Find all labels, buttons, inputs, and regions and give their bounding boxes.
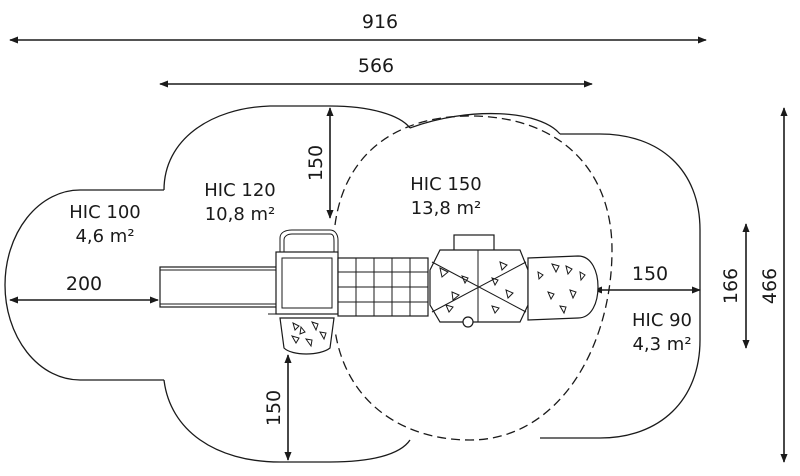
dim-overall-width: 466 xyxy=(759,268,781,304)
zone-hic90-area: 4,3 m² xyxy=(632,334,691,355)
zone-hic100-outline xyxy=(4,189,164,381)
zone-hic150-area: 13,8 m² xyxy=(411,198,482,219)
dim-bottom-clearance: 150 xyxy=(263,390,285,426)
tower-roof xyxy=(429,249,529,323)
dim-inner-length: 566 xyxy=(358,55,394,77)
zone-hic120-area: 10,8 m² xyxy=(205,204,276,225)
handrail xyxy=(279,229,339,252)
climbing-wall xyxy=(279,317,335,355)
slide-platform xyxy=(275,251,339,315)
dim-top-clearance: 150 xyxy=(305,145,327,181)
zone-hic90-label: HIC 90 xyxy=(632,310,692,331)
dim-equipment-width: 166 xyxy=(720,268,742,304)
dim-overall-length: 916 xyxy=(362,11,398,33)
zone-hic120-label: HIC 120 xyxy=(204,180,276,201)
dim-right-clearance: 150 xyxy=(632,263,668,285)
zone-hic120-upper-edge xyxy=(409,112,561,135)
zone-hic120-outline xyxy=(163,105,411,463)
zone-hic90-outline xyxy=(540,133,701,439)
tower-top-box xyxy=(453,234,495,252)
zone-hic150-outline xyxy=(334,115,613,441)
zone-hic150-label: HIC 150 xyxy=(410,174,482,195)
zone-hic100-area: 4,6 m² xyxy=(75,226,134,247)
zone-hic100-label: HIC 100 xyxy=(69,202,141,223)
slide xyxy=(159,266,279,308)
dim-left-clearance: 200 xyxy=(66,273,102,295)
playground-equipment xyxy=(159,229,599,355)
